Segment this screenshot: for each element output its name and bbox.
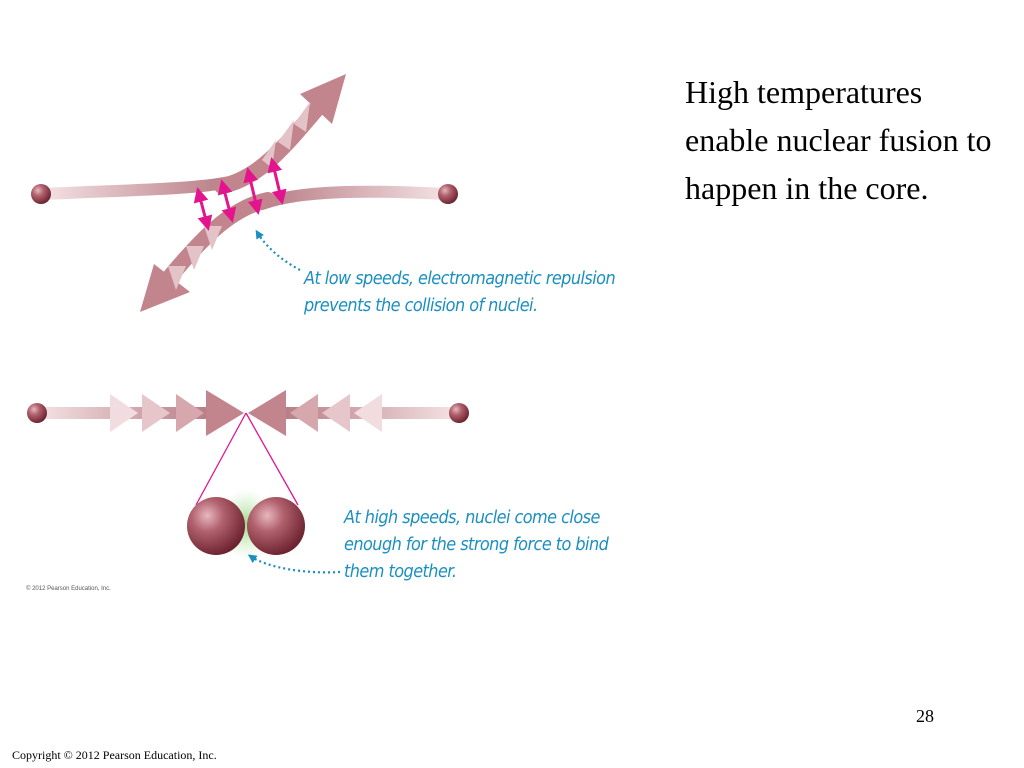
speed-chevrons-left xyxy=(110,390,244,436)
low-speed-caption: At low speeds, electromagnetic repulsion… xyxy=(304,266,616,320)
speed-ticks-down xyxy=(168,226,222,290)
copyright-footer: Copyright © 2012 Pearson Education, Inc. xyxy=(12,748,217,762)
fused-nucleus-left xyxy=(187,497,245,555)
low-speed-callout-pointer xyxy=(255,229,301,271)
repulsion-arrows xyxy=(193,157,287,231)
zoom-line-left xyxy=(195,412,247,506)
nucleus-right-high xyxy=(449,403,469,423)
low-speed-caption-line1: At low speeds, electromagnetic repulsion xyxy=(304,269,616,289)
nucleus-left-high xyxy=(27,403,47,423)
low-speed-caption-line2: prevents the collision of nuclei. xyxy=(304,296,538,316)
fused-nucleus-right xyxy=(247,497,305,555)
nucleus-left-low xyxy=(31,184,51,204)
high-speed-caption-line3: them together. xyxy=(344,562,457,582)
zoom-line-right xyxy=(245,412,299,506)
low-speed-scenario xyxy=(31,74,458,312)
fusion-diagram xyxy=(27,74,469,574)
right-trail-low xyxy=(256,185,451,210)
slide-number: 28 xyxy=(916,706,934,726)
left-trail-low xyxy=(38,176,236,200)
high-speed-caption: At high speeds, nuclei come close enough… xyxy=(344,505,609,586)
high-speed-callout-pointer xyxy=(247,554,341,574)
arrowhead-down xyxy=(140,264,190,312)
arrowhead-up xyxy=(300,74,346,124)
figure-credit: © 2012 Pearson Education, Inc. xyxy=(26,586,111,592)
nucleus-right-low xyxy=(438,184,458,204)
high-speed-caption-line1: At high speeds, nuclei come close xyxy=(344,508,600,528)
high-speed-scenario xyxy=(27,390,469,574)
slide-body-text: High temperatures enable nuclear fusion … xyxy=(685,74,992,206)
speed-chevrons-right xyxy=(248,390,382,436)
high-speed-caption-line2: enough for the strong force to bind xyxy=(344,535,609,555)
